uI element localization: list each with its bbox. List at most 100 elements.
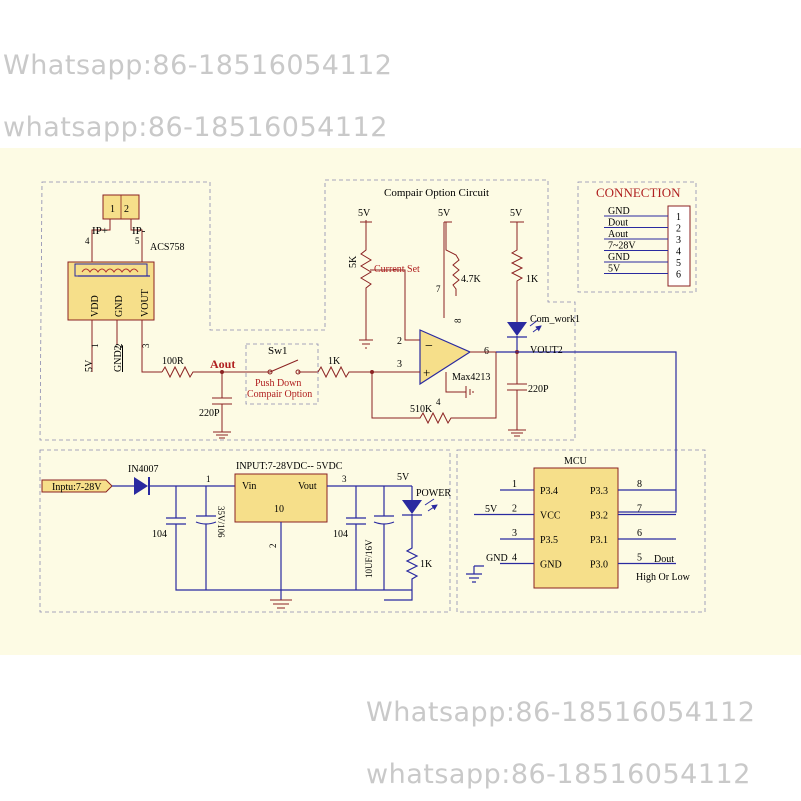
reg-pin10: 10 bbox=[274, 504, 284, 515]
watermark-top-2: whatsapp:86-18516054112 bbox=[3, 112, 388, 143]
reg-pin3: 3 bbox=[342, 474, 347, 484]
opamp-pin8: 8 bbox=[453, 318, 463, 323]
section-frames bbox=[39, 179, 706, 613]
opamp-pin4: 4 bbox=[436, 397, 441, 407]
connection-pin: 1 bbox=[676, 212, 681, 223]
mcu-pin-name: P3.1 bbox=[590, 535, 608, 546]
mcu-dout-label: Dout bbox=[654, 554, 674, 565]
mcu-pin-name: GND bbox=[540, 560, 562, 571]
watermark-top-1: Whatsapp:86-18516054112 bbox=[3, 50, 393, 81]
connection-label: 7~28V bbox=[608, 241, 636, 252]
mcu-pin-name: P3.4 bbox=[540, 486, 558, 497]
sensor-pin4-label: 4 bbox=[85, 236, 90, 246]
connection-label: Aout bbox=[608, 229, 628, 240]
connection-label: 5V bbox=[608, 264, 621, 275]
mcu-pin-name: P3.3 bbox=[590, 486, 608, 497]
frame-sensor-compare bbox=[39, 179, 576, 441]
power-r1k-label: 1K bbox=[420, 559, 433, 570]
max4213-label: Max4213 bbox=[452, 372, 490, 383]
vout2-label: VOUT2 bbox=[530, 345, 563, 356]
c104-in-label: 104 bbox=[152, 529, 167, 540]
cap-220p-out-label: 220P bbox=[528, 384, 549, 395]
mcu-pin-name: VCC bbox=[540, 511, 561, 522]
gnd2-label: GND2 bbox=[113, 345, 124, 372]
r1k-led-label: 1K bbox=[526, 274, 539, 285]
vout-pin-label: VOUT bbox=[140, 289, 151, 317]
switch-desc-1: Push Down bbox=[255, 378, 301, 389]
com-work-led-label: Com_work1 bbox=[530, 314, 580, 325]
input-label: Inptu:7-28V bbox=[52, 482, 102, 493]
sensor-pin5-label: 5 bbox=[135, 236, 140, 246]
cap-220p-label: 220P bbox=[199, 408, 220, 419]
mcu-title: MCU bbox=[564, 456, 588, 467]
mcu-pin-number: 7 bbox=[637, 504, 642, 515]
connection-pin: 4 bbox=[676, 247, 681, 258]
current-set-label: Current Set bbox=[374, 264, 420, 275]
opamp-5v-label: 5V bbox=[438, 208, 451, 219]
opamp-pin3: 3 bbox=[397, 359, 402, 370]
mcu-pin-name: P3.5 bbox=[540, 535, 558, 546]
dout-desc-label: High Or Low bbox=[636, 572, 691, 583]
r47k-label: 4.7K bbox=[461, 274, 482, 285]
ip-minus-label: IP- bbox=[132, 225, 146, 237]
led-5v-label: 5V bbox=[510, 208, 523, 219]
frame-power bbox=[39, 449, 451, 613]
connection-pin: 5 bbox=[676, 258, 681, 269]
sensor-pin2-label: 2 bbox=[124, 204, 129, 215]
watermark-bottom-1: Whatsapp:86-18516054112 bbox=[366, 697, 756, 728]
mcu-pin-name: P3.0 bbox=[590, 560, 608, 571]
power-5v-label: 5V bbox=[397, 472, 410, 483]
power-led-label: POWER bbox=[416, 488, 451, 499]
connection-pin: 2 bbox=[676, 224, 681, 235]
watermark-bottom-2: whatsapp:86-18516054112 bbox=[366, 759, 751, 790]
connection-label: Dout bbox=[608, 218, 628, 229]
acs758-label: ACS758 bbox=[150, 242, 184, 253]
frame-mcu bbox=[456, 449, 706, 613]
connection-label: GND bbox=[608, 252, 630, 263]
opamp-pin2: 2 bbox=[397, 336, 402, 347]
mcu-pin-number: 6 bbox=[637, 528, 642, 539]
mcu-pin-name: P3.2 bbox=[590, 511, 608, 522]
sensor-5v-label: 5V bbox=[84, 359, 95, 372]
reg-pin2: 2 bbox=[268, 544, 278, 549]
aout-node-label: Aout bbox=[210, 357, 235, 371]
sensor-p1: 1 bbox=[90, 344, 100, 349]
analog-output-section: 100R Aout 220P Sw1 Push Down Compair Opt… bbox=[161, 343, 319, 439]
frame-connection bbox=[577, 181, 697, 293]
ip-plus-label: IP+ bbox=[92, 225, 108, 237]
mcu-pin-number: 8 bbox=[637, 479, 642, 490]
c10uf-label: 10UF/16V bbox=[364, 539, 374, 578]
sensor-p2: 2 bbox=[114, 344, 124, 349]
sw1-label: Sw1 bbox=[268, 345, 288, 357]
vdd-pin-label: VDD bbox=[90, 295, 101, 317]
r510k-label: 510K bbox=[410, 404, 433, 415]
reg-vin-label: Vin bbox=[242, 481, 256, 492]
svg-text:+: + bbox=[423, 365, 430, 380]
mcu-gnd-label: GND bbox=[486, 553, 508, 564]
mcu-pin-number: 4 bbox=[512, 553, 517, 564]
connection-pin: 6 bbox=[676, 270, 681, 281]
connection-label: GND bbox=[608, 206, 630, 217]
mcu-pin-number: 5 bbox=[637, 553, 642, 564]
pot-5k-label: 5K bbox=[348, 255, 359, 268]
c104-out-label: 104 bbox=[333, 529, 348, 540]
r1k-input-label: 1K bbox=[328, 356, 341, 367]
sensor-pin1-label: 1 bbox=[110, 204, 115, 215]
mcu-pin-number: 3 bbox=[512, 528, 517, 539]
pot-5v-label: 5V bbox=[358, 208, 371, 219]
svg-text:−: − bbox=[425, 339, 433, 354]
regulator-title: INPUT:7-28VDC-- 5VDC bbox=[236, 461, 343, 472]
r100-label: 100R bbox=[162, 356, 184, 367]
comparator-circuit: Compair Option Circuit 5V 5K Current Set… bbox=[317, 187, 677, 513]
c35v-label: 35V/106 bbox=[216, 506, 226, 538]
mcu-pin-number: 1 bbox=[512, 479, 517, 490]
reg-vout-label: Vout bbox=[298, 481, 317, 492]
in4007-label: IN4007 bbox=[128, 464, 159, 475]
reg-pin1: 1 bbox=[206, 474, 211, 484]
mcu-5v-label: 5V bbox=[485, 504, 498, 515]
connection-title: CONNECTION bbox=[596, 185, 681, 200]
